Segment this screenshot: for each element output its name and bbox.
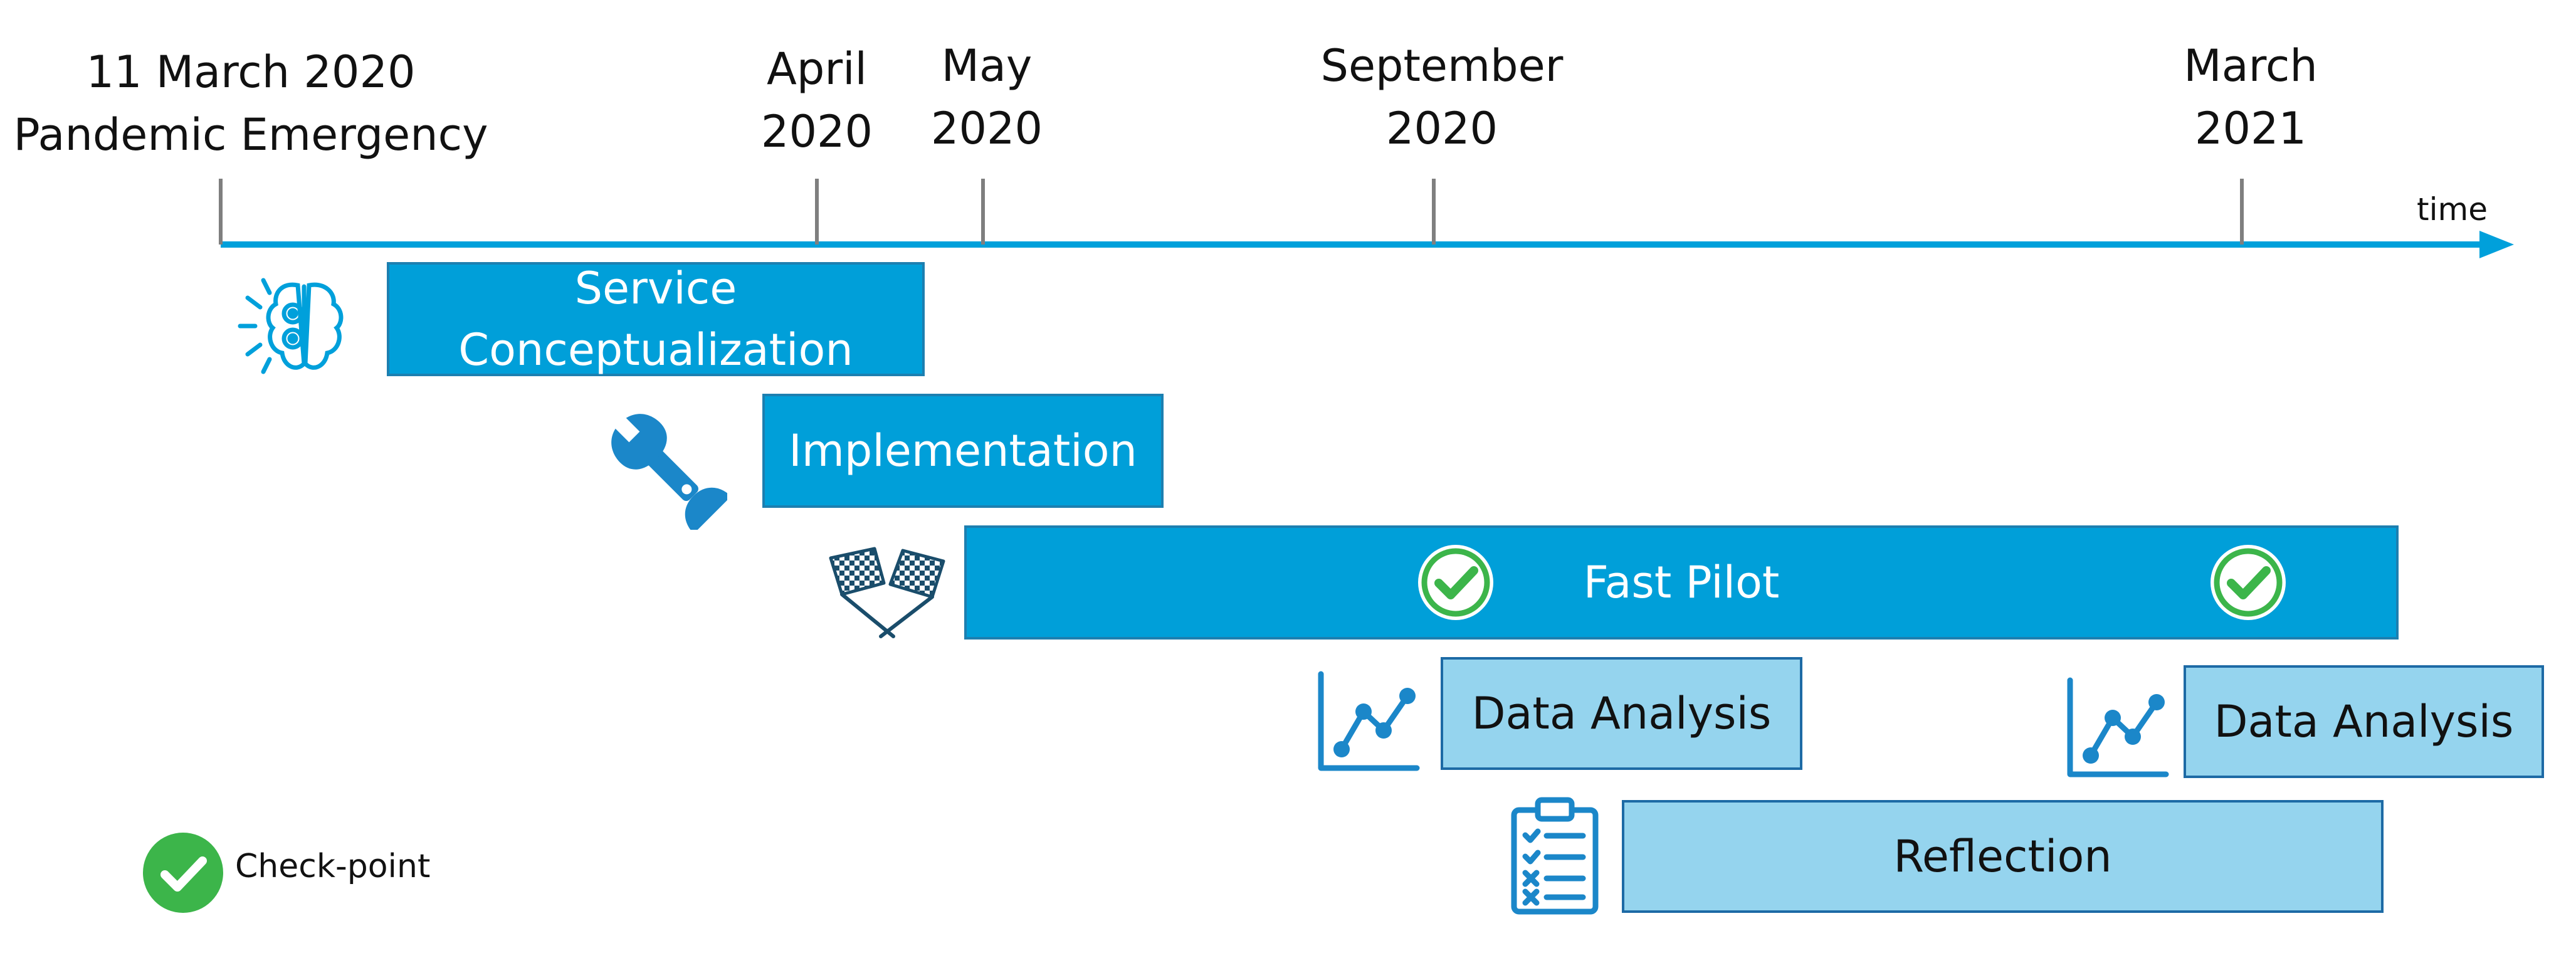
checkered-flags-icon [829,547,945,638]
brain-gears-icon [238,278,344,374]
milestone-september-2020: September 2020 [1320,40,1564,154]
wrench-icon [611,414,727,530]
phase-data-analysis-2: Data Analysis [2184,665,2544,778]
phase-fast-pilot: Fast Pilot [964,525,2399,640]
phase-implementation: Implementation [762,394,1164,508]
line-chart-icon [2067,677,2169,777]
milestone-may-2020: May 2020 [930,40,1043,154]
checkpoint-icon [2211,545,2286,620]
axis-arrowhead [2479,231,2514,258]
phase-reflection: Reflection [1622,800,2384,913]
line-chart-icon [1318,671,1420,771]
legend-checkpoint-icon [143,833,223,913]
milestone-march-2020: 11 March 2020 Pandemic Emergency [13,46,488,161]
checkpoint-icon [1418,545,1493,620]
milestone-april-2020: April 2020 [760,43,873,157]
clipboard-checklist-icon [1511,797,1599,915]
milestone-march-2021: March 2021 [2184,40,2318,154]
axis-time-label: time [2417,191,2488,228]
phase-data-analysis-1: Data Analysis [1441,657,1802,770]
phase-service-conceptualization: Service Conceptualization [387,262,925,376]
legend-checkpoint-label: Check-point [235,848,431,885]
